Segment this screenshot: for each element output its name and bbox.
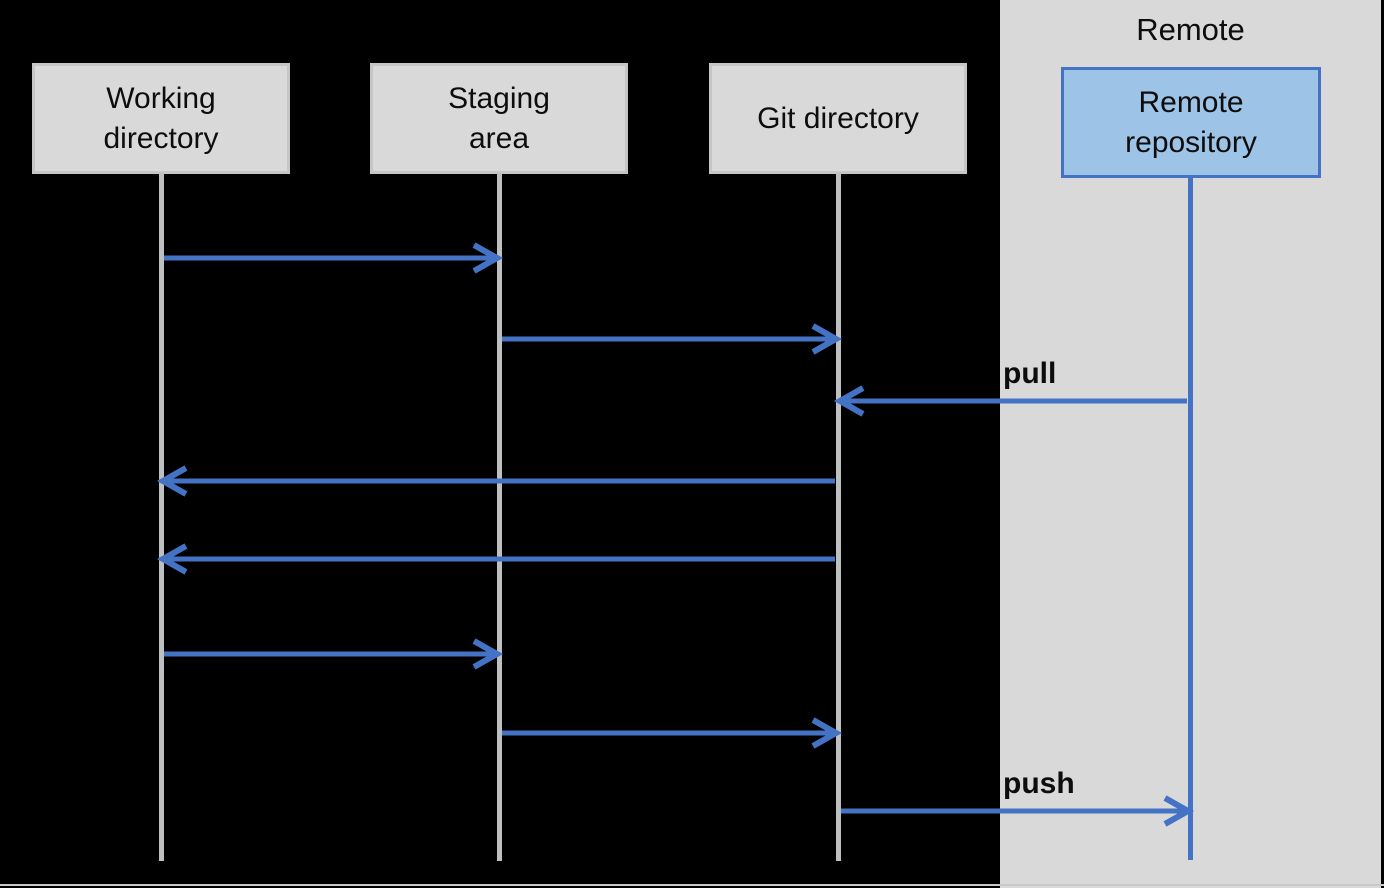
lane-box-working-directory: Working directory [32, 63, 290, 174]
lifeline-git-directory [836, 173, 841, 861]
arrow-staging-area-to-git-directory [502, 323, 843, 355]
arrow-git-directory-to-working-directory [156, 465, 835, 497]
message-label-push: push [1003, 767, 1075, 800]
bottom-border-line [0, 884, 1384, 886]
remote-repository-box: Remote repository [1061, 67, 1321, 178]
arrow-working-directory-to-staging-area [164, 242, 504, 274]
arrow-git-directory-to-remote [841, 795, 1195, 827]
lifeline-remote-repository [1188, 177, 1193, 860]
arrow-remote-to-git-directory [833, 385, 1187, 417]
arrow-working-directory-to-staging-area [164, 638, 504, 670]
remote-panel-title: Remote [1136, 12, 1245, 47]
message-label-pull: pull [1003, 357, 1057, 390]
lifeline-staging-area [497, 173, 502, 861]
arrow-staging-area-to-git-directory [502, 717, 843, 749]
arrow-git-directory-to-working-directory [156, 543, 835, 575]
lane-box-git-directory: Git directory [709, 63, 967, 174]
lane-box-staging-area: Staging area [370, 63, 628, 174]
lifeline-working-directory [159, 173, 164, 861]
